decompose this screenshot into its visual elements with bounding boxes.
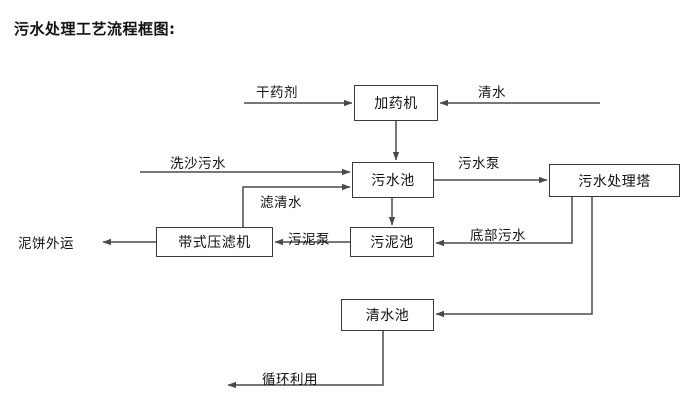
edge-label-sand-wash-water: 洗沙污水 xyxy=(170,156,226,172)
edge-label-sludge-pump: 污泥泵 xyxy=(288,232,330,248)
node-label: 带式压滤机 xyxy=(178,235,251,251)
node-label: 污泥池 xyxy=(370,235,414,251)
edge-label-bottom-sewage: 底部污水 xyxy=(470,228,526,244)
edge-label-sewage-pump: 污水泵 xyxy=(458,156,500,172)
edge-label-filtered-water: 滤清水 xyxy=(260,195,302,211)
node-label: 污水池 xyxy=(371,173,415,189)
edge-label-clean-water: 清水 xyxy=(478,85,506,101)
wire-tower-to-clear-water-pool xyxy=(435,197,593,318)
node-clear-water-pool[interactable]: 清水池 xyxy=(341,299,434,331)
edge-label-dry-chemical: 干药剂 xyxy=(256,85,298,101)
node-sewage-pool[interactable]: 污水池 xyxy=(352,162,434,198)
node-label: 清水池 xyxy=(365,308,410,324)
node-belt-press[interactable]: 带式压滤机 xyxy=(156,227,273,257)
node-label: 加药机 xyxy=(374,96,418,112)
node-label: 污水处理塔 xyxy=(578,173,651,190)
node-sludge-pool[interactable]: 污泥池 xyxy=(350,227,434,257)
terminal-label-mud-cake-out: 泥饼外运 xyxy=(18,236,74,252)
node-dosing-machine[interactable]: 加药机 xyxy=(354,85,438,121)
page-title: 污水处理工艺流程框图: xyxy=(14,20,176,38)
node-treatment-tower[interactable]: 污水处理塔 xyxy=(549,164,680,197)
edge-label-recycle-reuse: 循环利用 xyxy=(262,372,318,388)
